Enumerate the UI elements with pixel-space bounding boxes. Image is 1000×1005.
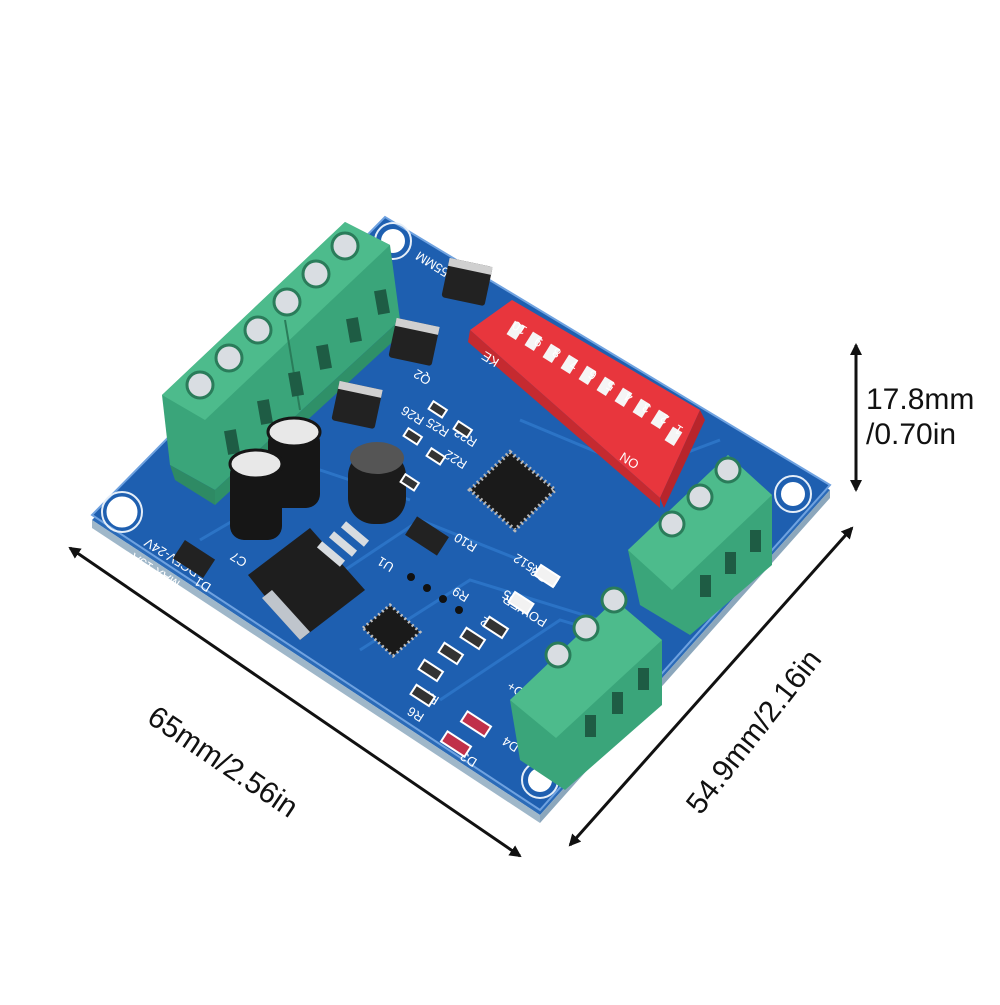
dimension-arrows	[68, 343, 862, 858]
microcontroller-chip	[467, 449, 558, 533]
width-arrow	[68, 546, 522, 858]
height-dimension-label: 17.8mm /0.70in	[866, 383, 974, 452]
height-in: /0.70in	[866, 417, 957, 451]
diode-d2	[405, 516, 449, 556]
electrolytic-capacitor	[228, 416, 322, 540]
height-mm: 17.8mm	[866, 383, 975, 416]
depth-arrow	[568, 526, 854, 847]
inductor	[348, 442, 406, 524]
terminal-screw[interactable]	[185, 231, 360, 400]
dip-switch[interactable]: 1 2 3 4 5 6 7 8 9 10 KE ON	[468, 300, 705, 508]
mosfet	[331, 257, 493, 429]
svg-text:10: 10	[509, 318, 529, 338]
dip-switch-lever[interactable]	[506, 320, 683, 446]
